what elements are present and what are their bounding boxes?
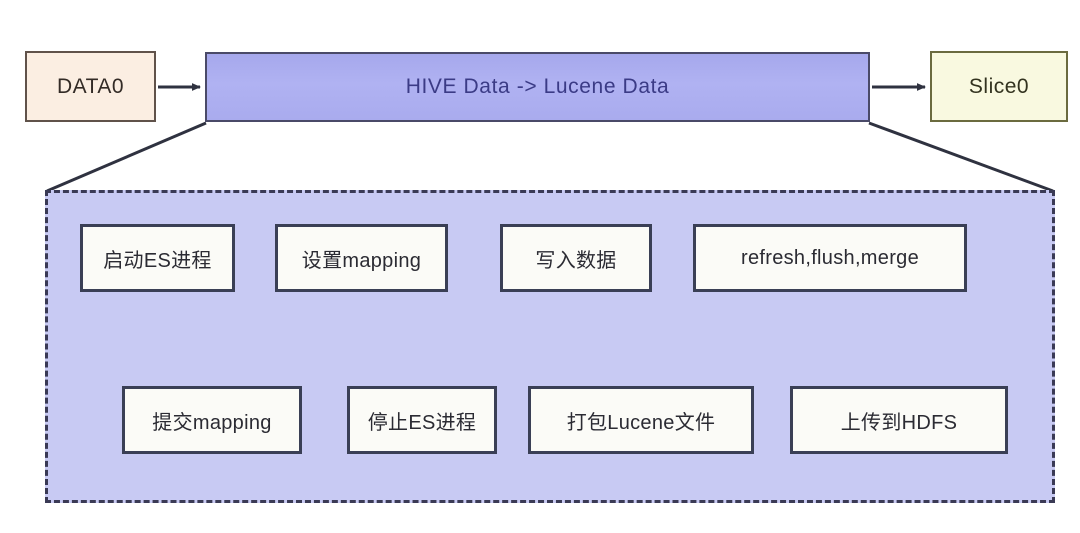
step-upload-to-hdfs[interactable]: 上传到HDFS [790,386,1008,454]
node-hive-to-lucene-pipeline[interactable]: HIVE Data -> Lucene Data [205,52,870,122]
node-data0[interactable]: DATA0 [25,51,156,122]
step-commit-mapping[interactable]: 提交mapping [122,386,302,454]
step-set-mapping[interactable]: 设置mapping [275,224,448,292]
step-refresh-flush-merge[interactable]: refresh,flush,merge [693,224,967,292]
node-slice0[interactable]: Slice0 [930,51,1068,122]
step-package-lucene-files[interactable]: 打包Lucene文件 [528,386,754,454]
step-stop-es[interactable]: 停止ES进程 [347,386,497,454]
expansion-line-right [868,121,1054,193]
step-write-data[interactable]: 写入数据 [500,224,652,292]
expansion-line-left [46,121,207,193]
step-start-es[interactable]: 启动ES进程 [80,224,235,292]
